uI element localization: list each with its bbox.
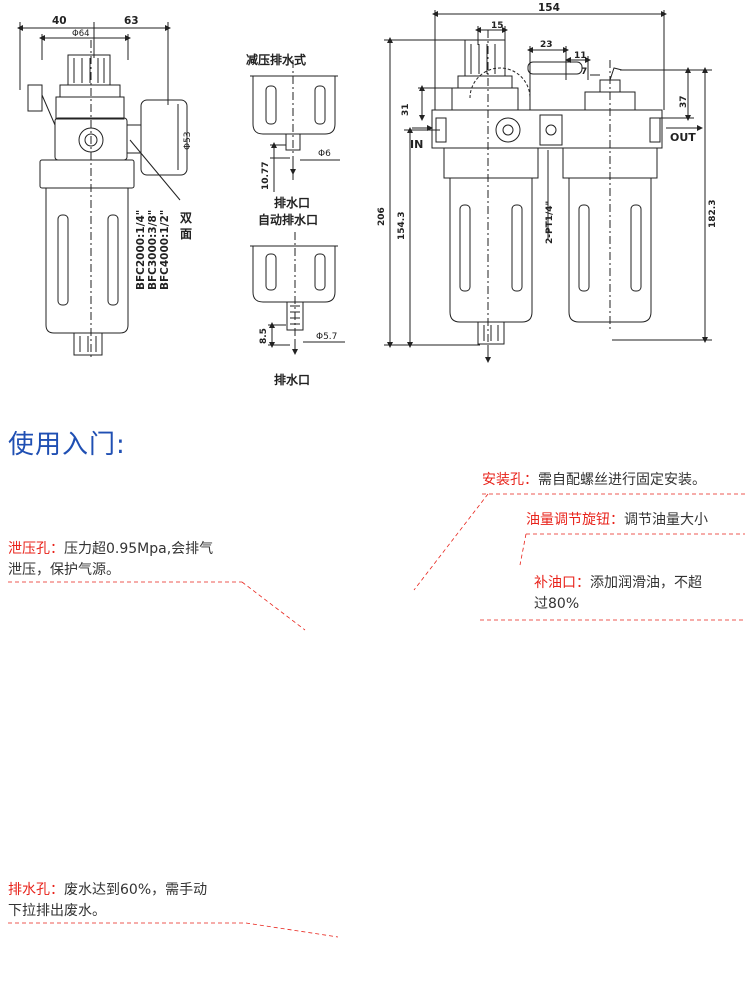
note-relief-text: 压力超0.95Mpa,会排气 bbox=[64, 541, 214, 557]
dim-23: 23 bbox=[540, 40, 553, 50]
dim-8-5: 8.5 bbox=[259, 328, 269, 344]
dim-206: 206 bbox=[377, 207, 387, 226]
guide-heading: 使用入门: bbox=[8, 430, 126, 460]
note-relief-hole: 泄压孔：压力超0.95Mpa,会排气 泄压，保护气源。 bbox=[8, 539, 213, 581]
note-oil-adjust-label: 油量调节旋钮： bbox=[526, 512, 624, 528]
dim-15: 15 bbox=[491, 21, 504, 31]
note-oil-fill-port: 补油口：添加润滑油，不超 过80% bbox=[534, 573, 702, 615]
dim-154: 154 bbox=[538, 2, 560, 14]
note-oil-fill-label: 补油口： bbox=[534, 575, 590, 591]
middle-title-bottom: 自动排水口 bbox=[258, 212, 318, 227]
model-line-2: BFC3000:3/8" bbox=[147, 210, 159, 290]
model-line-1: BFC2000:1/4" bbox=[135, 210, 147, 290]
dim-40: 40 bbox=[52, 15, 67, 27]
dim-182-3: 182.3 bbox=[708, 200, 718, 228]
note-mount-hole: 安装孔：需自配螺丝进行固定安装。 bbox=[482, 470, 706, 491]
dim-154-3: 154.3 bbox=[397, 212, 407, 240]
note-mount-label: 安装孔： bbox=[482, 472, 538, 488]
note-relief-label: 泄压孔： bbox=[8, 541, 64, 557]
label-in: IN bbox=[410, 138, 423, 151]
dim-63: 63 bbox=[124, 15, 139, 27]
dim-phi6: Φ6 bbox=[318, 149, 331, 159]
dim-31: 31 bbox=[401, 103, 411, 116]
note-drain-text-2: 下拉排出废水。 bbox=[8, 903, 106, 919]
middle-view bbox=[250, 60, 345, 355]
dim-phi53: Φ53 bbox=[183, 131, 193, 150]
note-oil-fill-text-2: 过80% bbox=[534, 596, 580, 612]
note-drain-label: 排水孔： bbox=[8, 882, 64, 898]
double-face-label-2: 面 bbox=[180, 227, 192, 241]
model-line-3: BFC4000:1/2" bbox=[159, 210, 171, 290]
technical-drawing: 40 63 Φ64 Φ53 BFC2000:1/4" BFC3000:3/8" … bbox=[17, 2, 718, 387]
dim-10-77: 10.77 bbox=[261, 162, 271, 190]
note-mount-text: 需自配螺丝进行固定安装。 bbox=[538, 472, 706, 488]
dim-2pt: 2-PT1/4" bbox=[545, 201, 555, 244]
left-view bbox=[17, 22, 188, 360]
note-oil-adjust-text: 调节油量大小 bbox=[624, 512, 708, 528]
note-relief-text-2: 泄压，保护气源。 bbox=[8, 562, 120, 578]
dim-phi5-7: Φ5.7 bbox=[316, 332, 337, 342]
note-drain-text: 废水达到60%，需手动 bbox=[64, 882, 208, 898]
note-oil-fill-text: 添加润滑油，不超 bbox=[590, 575, 702, 591]
right-view bbox=[384, 10, 712, 363]
dim-37: 37 bbox=[679, 95, 689, 108]
note-drain-hole: 排水孔：废水达到60%，需手动 下拉排出废水。 bbox=[8, 880, 207, 922]
note-oil-adjust-knob: 油量调节旋钮：调节油量大小 bbox=[526, 510, 708, 531]
middle-title-top: 减压排水式 bbox=[246, 52, 306, 67]
double-face-label-1: 双 bbox=[180, 211, 192, 225]
drain-label-1: 排水口 bbox=[274, 195, 310, 210]
dim-phi64: Φ64 bbox=[72, 29, 90, 39]
leader-lines bbox=[8, 493, 745, 938]
drain-label-2: 排水口 bbox=[274, 372, 310, 387]
dim-7: 7 bbox=[581, 67, 587, 77]
dim-11: 11 bbox=[574, 51, 587, 61]
label-out: OUT bbox=[670, 131, 696, 144]
